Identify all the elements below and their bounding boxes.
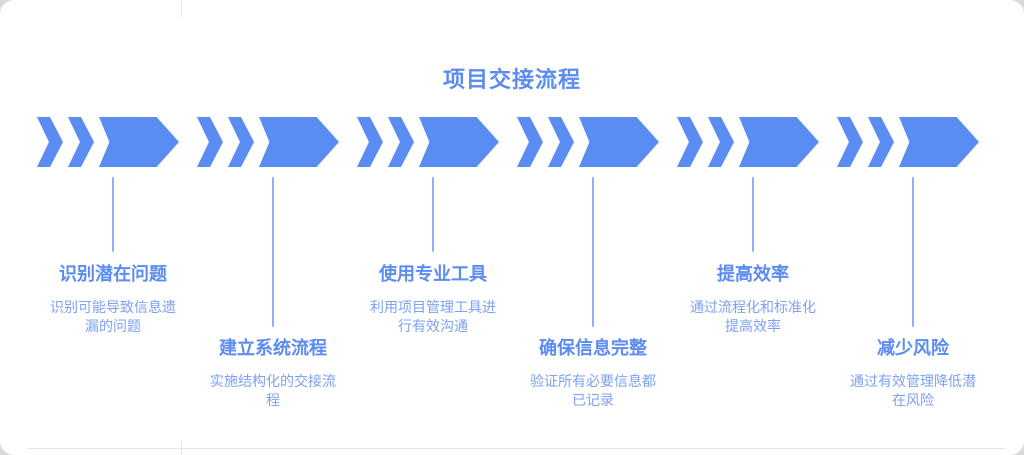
- arrow-group: [837, 117, 979, 167]
- connector-line: [592, 177, 594, 327]
- arrow-group: [197, 117, 339, 167]
- chevron-right-icon: [197, 117, 223, 167]
- process-step: 提高效率 通过流程化和标准化 提高效率: [668, 262, 838, 336]
- step-description: 通过有效管理降低潜 在风险: [850, 373, 976, 408]
- diagram-title: 项目交接流程: [442, 67, 581, 92]
- step-heading: 使用专业工具: [379, 264, 487, 284]
- connector-line: [752, 177, 754, 252]
- grid-line: [181, 440, 182, 455]
- arrow-right-icon: [579, 117, 659, 167]
- chevron-right-icon: [837, 117, 863, 167]
- arrow-group: [677, 117, 819, 167]
- step-heading: 减少风险: [877, 338, 949, 358]
- connector-line: [432, 177, 434, 252]
- chevron-right-icon: [677, 117, 703, 167]
- step-heading: 建立系统流程: [219, 338, 327, 358]
- process-step: 减少风险 通过有效管理降低潜 在风险: [828, 336, 998, 410]
- step-description: 利用项目管理工具进 行有效沟通: [370, 299, 496, 334]
- step-description: 实施结构化的交接流 程: [210, 373, 336, 408]
- chevron-right-icon: [388, 117, 414, 167]
- arrow-right-icon: [99, 117, 179, 167]
- process-step: 识别潜在问题 识别可能导致信息遗 漏的问题: [28, 262, 198, 336]
- chevron-right-icon: [357, 117, 383, 167]
- arrow-group: [37, 117, 179, 167]
- chevron-right-icon: [68, 117, 94, 167]
- arrow-right-icon: [419, 117, 499, 167]
- step-heading: 提高效率: [717, 264, 789, 284]
- grid-line: [181, 0, 182, 17]
- chevron-right-icon: [37, 117, 63, 167]
- connector-line: [272, 177, 274, 327]
- arrow-right-icon: [259, 117, 339, 167]
- arrow-right-icon: [739, 117, 819, 167]
- step-heading: 识别潜在问题: [59, 264, 167, 284]
- step-description: 识别可能导致信息遗 漏的问题: [50, 299, 176, 334]
- connector-line: [112, 177, 114, 252]
- connector-line: [912, 177, 914, 327]
- step-description: 通过流程化和标准化 提高效率: [690, 299, 816, 334]
- chevron-right-icon: [868, 117, 894, 167]
- process-step: 使用专业工具 利用项目管理工具进 行有效沟通: [348, 262, 518, 336]
- arrow-group: [357, 117, 499, 167]
- arrow-right-icon: [899, 117, 979, 167]
- chevron-right-icon: [228, 117, 254, 167]
- process-step: 建立系统流程 实施结构化的交接流 程: [188, 336, 358, 410]
- grid-line: [27, 448, 1005, 449]
- arrow-group: [517, 117, 659, 167]
- chevron-right-icon: [548, 117, 574, 167]
- process-step: 确保信息完整 验证所有必要信息都 已记录: [508, 336, 678, 410]
- step-description: 验证所有必要信息都 已记录: [530, 373, 656, 408]
- chevron-right-icon: [708, 117, 734, 167]
- chevron-right-icon: [517, 117, 543, 167]
- step-heading: 确保信息完整: [539, 338, 647, 358]
